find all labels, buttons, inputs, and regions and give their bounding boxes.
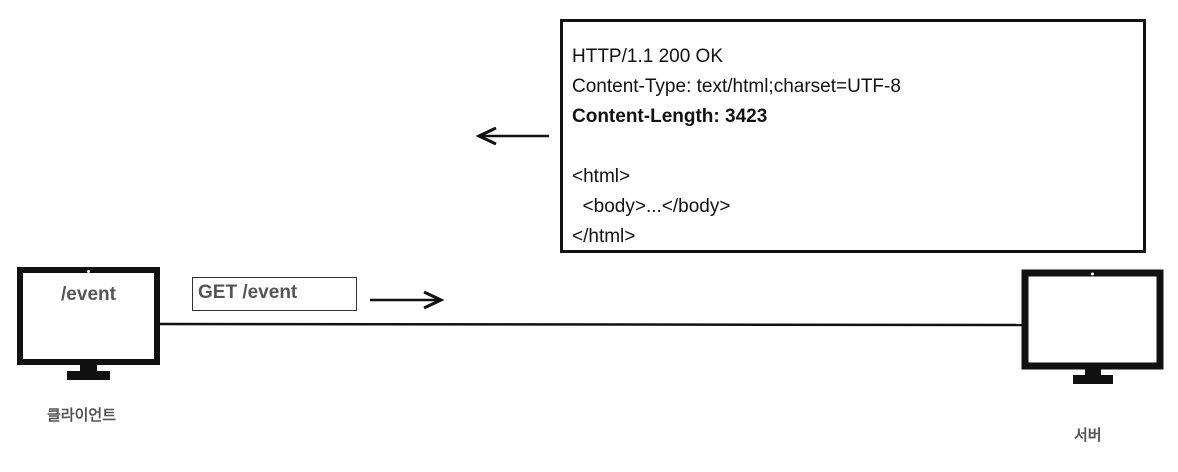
http-request-box: GET /event bbox=[192, 277, 357, 311]
request-arrow-icon bbox=[370, 290, 445, 310]
server-label: 서버 bbox=[1074, 427, 1102, 444]
client-label: 클라이언트 bbox=[47, 407, 117, 424]
connection-line bbox=[156, 322, 1025, 327]
response-arrow-icon bbox=[475, 126, 549, 146]
request-label: GET /event bbox=[198, 282, 298, 303]
response-line: Content-Type: text/html;charset=UTF-8 bbox=[572, 76, 901, 97]
response-lines: HTTP/1.1 200 OK Content-Type: text/html;c… bbox=[572, 42, 1143, 252]
response-line: <body>...</body> bbox=[572, 196, 731, 217]
client-screen-text: /event bbox=[61, 284, 116, 305]
client-monitor-icon bbox=[17, 267, 160, 380]
response-line: Content-Length: 3423 bbox=[572, 106, 768, 127]
response-line: </html> bbox=[572, 226, 636, 247]
server-monitor-icon bbox=[1021, 269, 1164, 384]
response-line: <html> bbox=[572, 166, 631, 187]
response-line bbox=[572, 132, 1143, 162]
response-line: HTTP/1.1 200 OK bbox=[572, 46, 724, 67]
http-response-box: HTTP/1.1 200 OK Content-Type: text/html;c… bbox=[560, 19, 1146, 253]
